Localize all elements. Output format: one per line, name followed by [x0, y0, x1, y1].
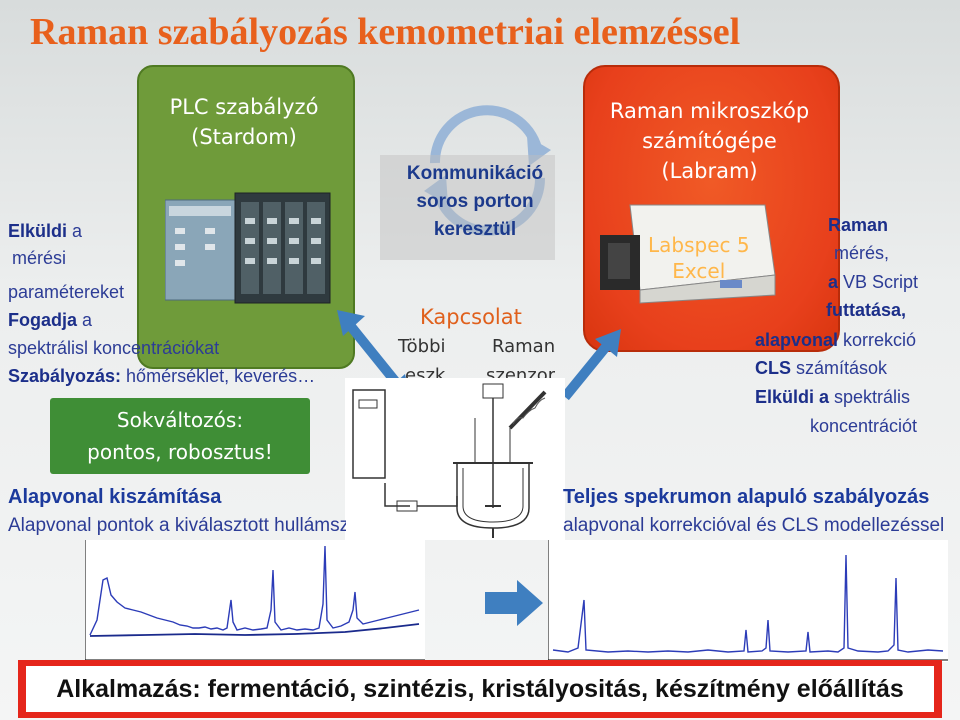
- connection-left-1: Többi: [398, 336, 446, 357]
- left-line-5: spektrálisl koncentrációkat: [8, 338, 220, 358]
- raman-title-line3: (Labram): [661, 159, 758, 183]
- software-labels: Labspec 5 Excel: [648, 232, 750, 284]
- right-line-1: Raman: [828, 215, 889, 235]
- connection-right-2: szenzor: [486, 365, 556, 382]
- robust-box: [50, 398, 310, 474]
- baseline-spectrum-plot: [85, 540, 425, 662]
- fullspec-subtitle: alapvonal korrekcióval és CLS modellezés…: [563, 515, 945, 536]
- software-labspec: Labspec 5: [648, 233, 750, 257]
- fullspec-title: Teljes spekrumon alapuló szabályozás: [563, 486, 930, 508]
- comm-line2: soros porton: [416, 191, 534, 212]
- baseline-subtitle: Alapvonal pontok a kiválasztott hullámsz…: [8, 515, 346, 536]
- reactor-diagram-image: [345, 378, 565, 540]
- left-line-3: paramétereket: [8, 282, 125, 302]
- connection-right-1: Raman: [492, 336, 556, 357]
- left-line-2: mérési: [12, 248, 67, 268]
- right-line-7: Elküldi a spektrális: [755, 387, 911, 407]
- software-excel: Excel: [672, 259, 726, 283]
- right-line-6: CLS számítások: [755, 358, 888, 378]
- connection-title: Kapcsolat: [420, 305, 522, 329]
- robust-line2: pontos, robosztus!: [87, 440, 273, 464]
- right-line-5: alapvonal korrekció: [755, 330, 917, 350]
- right-line-3: a VB Script: [828, 272, 919, 292]
- raman-pc-title: Raman mikroszkóp számítógépe (Labram): [583, 96, 836, 186]
- bottom-banner: [26, 666, 934, 712]
- left-line-1: Elküldi a: [8, 221, 83, 241]
- left-line-4: Fogadja a: [8, 310, 93, 330]
- fullspec-spectrum-plot: [548, 540, 948, 662]
- cycle-arrows-icon: [424, 105, 551, 236]
- right-line-4: futtatása,: [826, 300, 907, 320]
- communication-text: Kommunikáció soros porton keresztül: [395, 160, 555, 244]
- raman-microscope-image: [600, 204, 776, 304]
- connection-left-2: eszk: [405, 365, 446, 382]
- right-line-2: mérés,: [834, 243, 890, 263]
- big-right-arrow-icon: [485, 580, 543, 626]
- raman-title-line1: Raman mikroszkóp: [609, 99, 810, 123]
- robust-text: Sokváltozós: pontos, robosztus!: [50, 404, 310, 468]
- communication-band: [380, 155, 555, 260]
- plc-title-line1: PLC szabályzó: [169, 95, 319, 119]
- plc-title-line2: (Stardom): [191, 125, 297, 149]
- right-arrow-icon: [561, 329, 621, 401]
- left-line-6: Szabályozás: hőmérséklet, keverés…: [8, 366, 316, 386]
- robust-line1: Sokváltozós:: [116, 408, 244, 432]
- plc-device-image: [165, 192, 331, 304]
- baseline-title: Alapvonal kiszámítása: [8, 486, 222, 508]
- comm-line1: Kommunikáció: [406, 163, 544, 184]
- raman-title-line2: számítógépe: [642, 129, 777, 153]
- comm-line3: keresztül: [433, 219, 517, 240]
- plc-title: PLC szabályzó (Stardom): [137, 92, 351, 152]
- page-title: Raman szabályozás kemometriai elemzéssel: [30, 11, 741, 53]
- application-text: Alkalmazás: fermentáció, szintézis, kris…: [56, 675, 904, 703]
- right-line-8: koncentrációt: [810, 416, 918, 436]
